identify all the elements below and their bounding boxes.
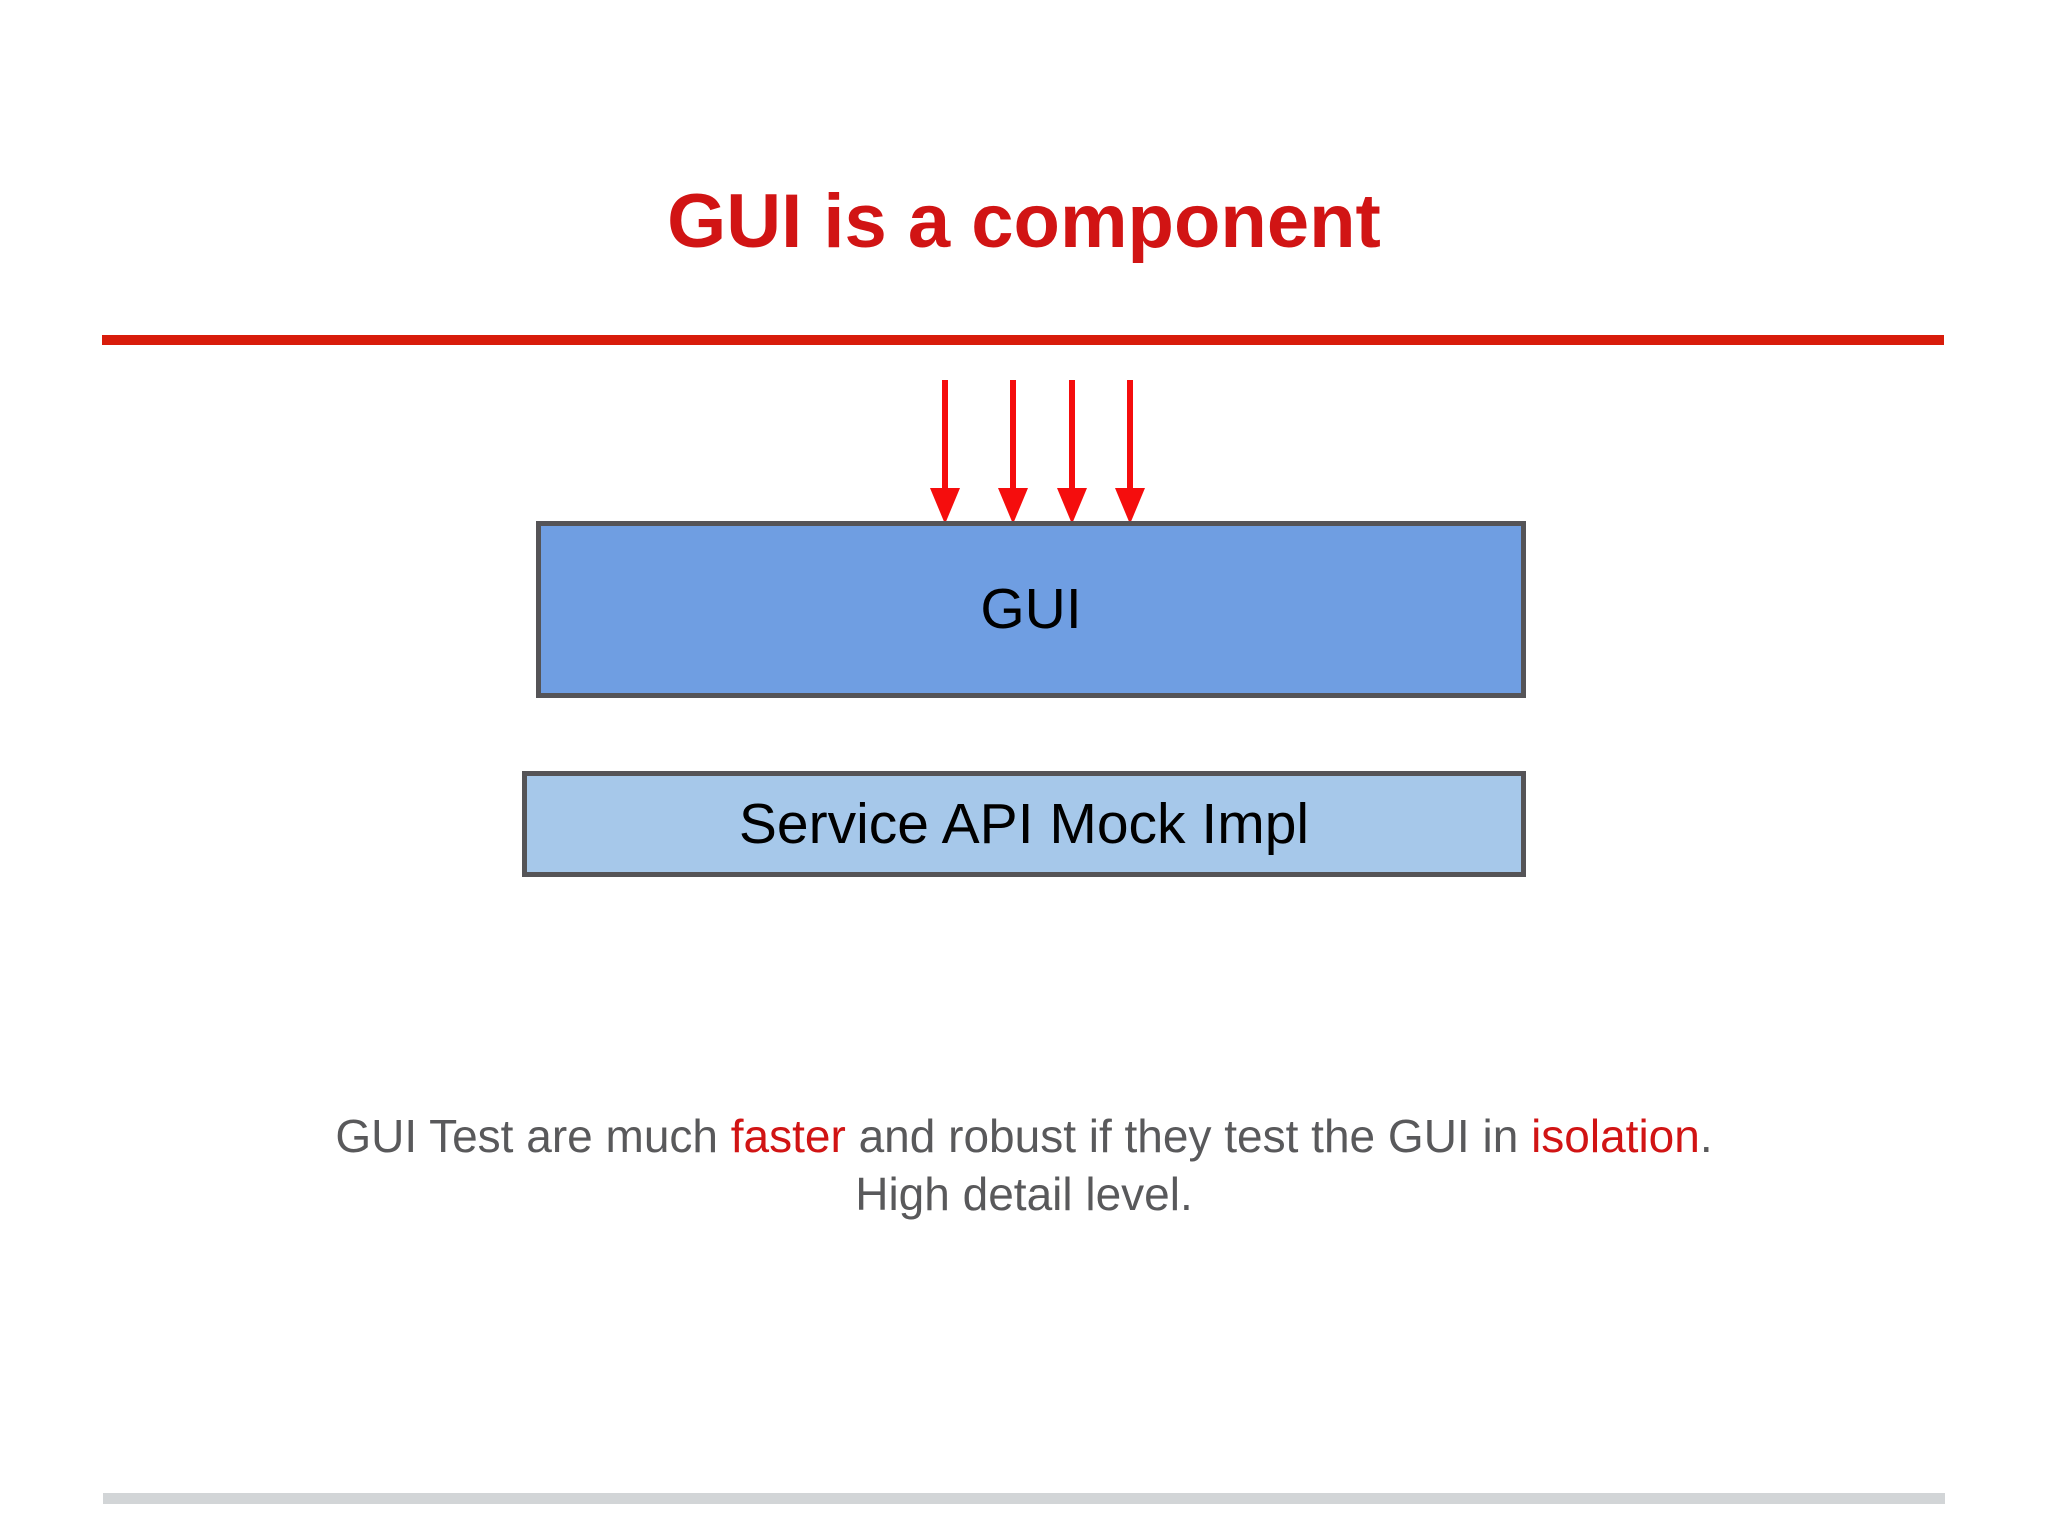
arrow-head bbox=[930, 488, 960, 524]
caption-line-1: GUI Test are much faster and robust if t… bbox=[0, 1108, 2048, 1166]
caption-text-part3: . bbox=[1699, 1110, 1713, 1162]
down-arrow-icon bbox=[1115, 380, 1145, 524]
title-divider bbox=[102, 335, 1944, 345]
arrow-shaft bbox=[1127, 380, 1133, 492]
down-arrow-icon bbox=[998, 380, 1028, 524]
caption-line-2: High detail level. bbox=[855, 1167, 1193, 1220]
down-arrow-icon bbox=[930, 380, 960, 524]
arrow-head bbox=[998, 488, 1028, 524]
arrow-shaft bbox=[942, 380, 948, 492]
arrow-head bbox=[1115, 488, 1145, 524]
caption-text-part2: and robust if they test the GUI in bbox=[845, 1110, 1532, 1162]
footer-divider bbox=[103, 1493, 1945, 1504]
diagram-box-service-api-mock-impl-label: Service API Mock Impl bbox=[738, 791, 1310, 856]
arrow-head bbox=[1057, 488, 1087, 524]
diagram-box-gui-label: GUI bbox=[980, 577, 1082, 641]
caption-highlight-faster: faster bbox=[730, 1110, 846, 1162]
page-title: GUI is a component bbox=[667, 179, 1381, 264]
caption-highlight-isolation: isolation bbox=[1531, 1110, 1700, 1162]
diagram-box-service-api-mock-impl: Service API Mock Impl bbox=[522, 771, 1526, 877]
caption-text-part1: GUI Test are much bbox=[335, 1110, 731, 1162]
arrow-shaft bbox=[1069, 380, 1075, 492]
diagram-box-gui: GUI bbox=[536, 521, 1526, 698]
arrow-shaft bbox=[1010, 380, 1016, 492]
caption-block: GUI Test are much faster and robust if t… bbox=[0, 1108, 2048, 1223]
down-arrow-icon bbox=[1057, 380, 1087, 524]
